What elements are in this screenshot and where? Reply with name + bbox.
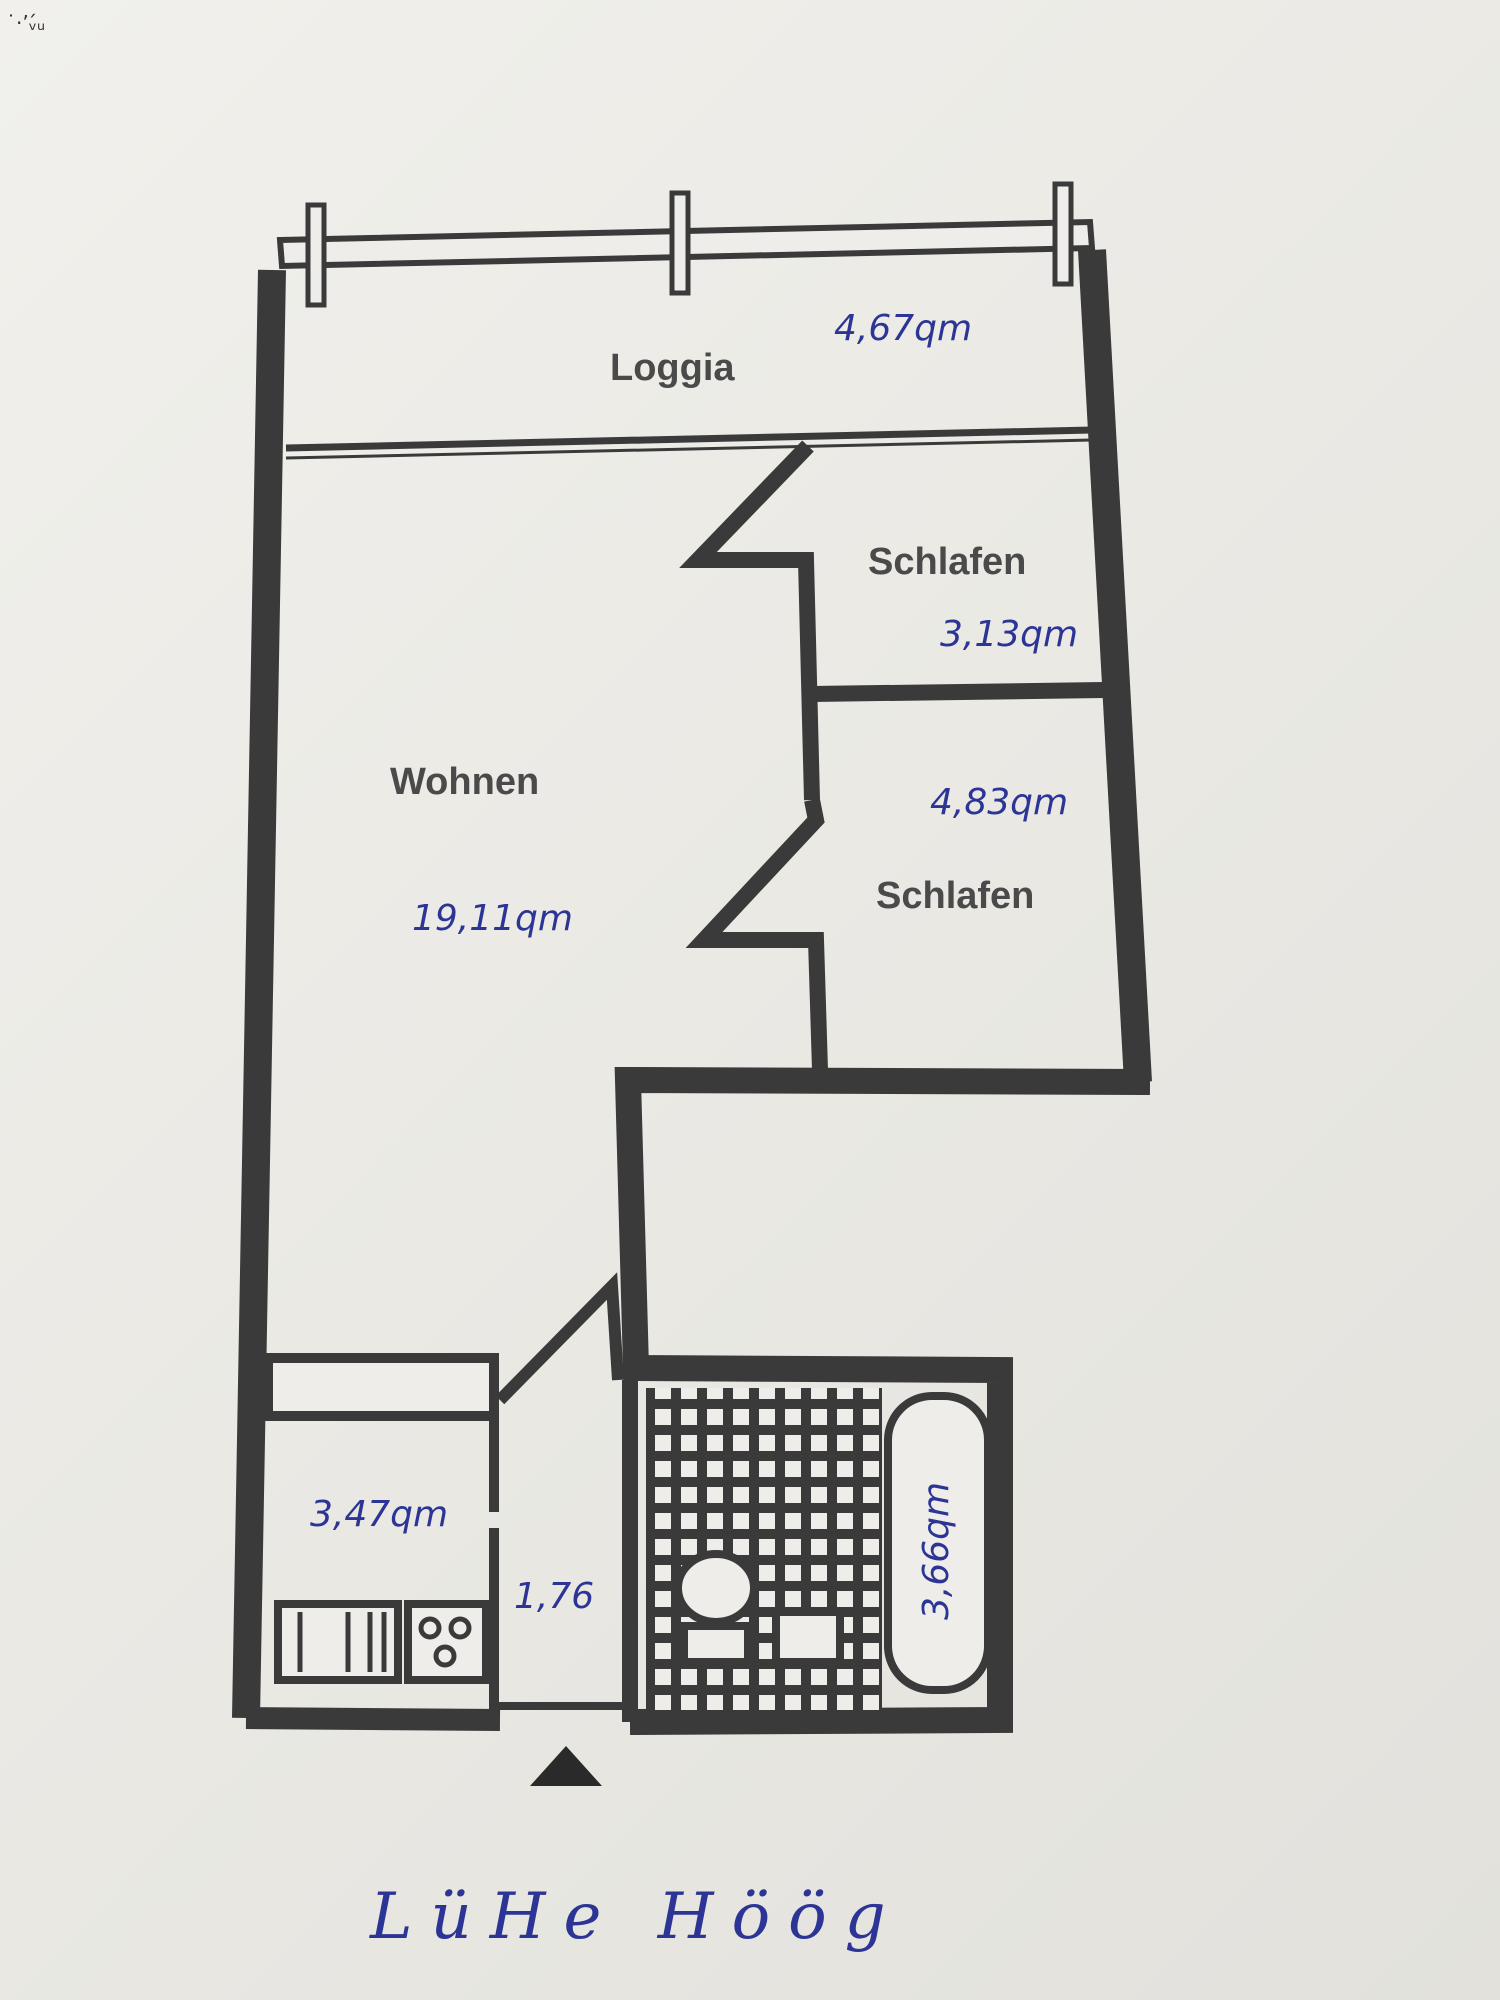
outer-wall-step (614, 1066, 1151, 1735)
caption: LüHe Höög (369, 1880, 904, 1954)
loggia-divider (285, 426, 1093, 452)
outer-wall-right-upper (1078, 249, 1152, 1083)
toilet (674, 1550, 758, 1626)
bathtub (884, 1392, 992, 1694)
walls (232, 181, 1152, 1735)
washbasin (772, 1608, 844, 1666)
railing-post-2 (669, 190, 691, 296)
schlafen1-area: 3,13qm (940, 614, 1078, 655)
loggia-area: 4,67qm (834, 308, 972, 349)
stove (404, 1600, 490, 1684)
schlafen2-wall (685, 798, 828, 1071)
kitchen-door-swing (495, 1272, 624, 1405)
railing-post-3 (1052, 181, 1074, 287)
wohnen-label: Wohnen (390, 761, 539, 803)
kitchen-area: 3,47qm (310, 1494, 448, 1535)
entrance-arrow (530, 1746, 602, 1786)
toilet-tank (680, 1622, 752, 1666)
bedroom-divider (811, 682, 1105, 702)
corner-scribble: ˙·’ᵥ́ᵤ (6, 11, 45, 35)
outer-wall-left (232, 269, 286, 1719)
wohnen-area: 19,11qm (412, 898, 573, 939)
bath-area: 3,66qm (916, 1482, 957, 1620)
railing-post-1 (305, 202, 327, 308)
schlafen2-label: Schlafen (876, 875, 1034, 917)
outer-wall-bottom (245, 1707, 501, 1731)
loggia-label: Loggia (610, 347, 735, 389)
hall-area: 1,76 (514, 1576, 594, 1617)
sink (274, 1600, 402, 1684)
schlafen2-area: 4,83qm (930, 782, 1068, 823)
bath-fixtures (674, 1392, 992, 1694)
schlafen1-wall (679, 440, 820, 801)
kitchen-shelf (263, 1353, 499, 1421)
schlafen1-label: Schlafen (868, 541, 1026, 583)
